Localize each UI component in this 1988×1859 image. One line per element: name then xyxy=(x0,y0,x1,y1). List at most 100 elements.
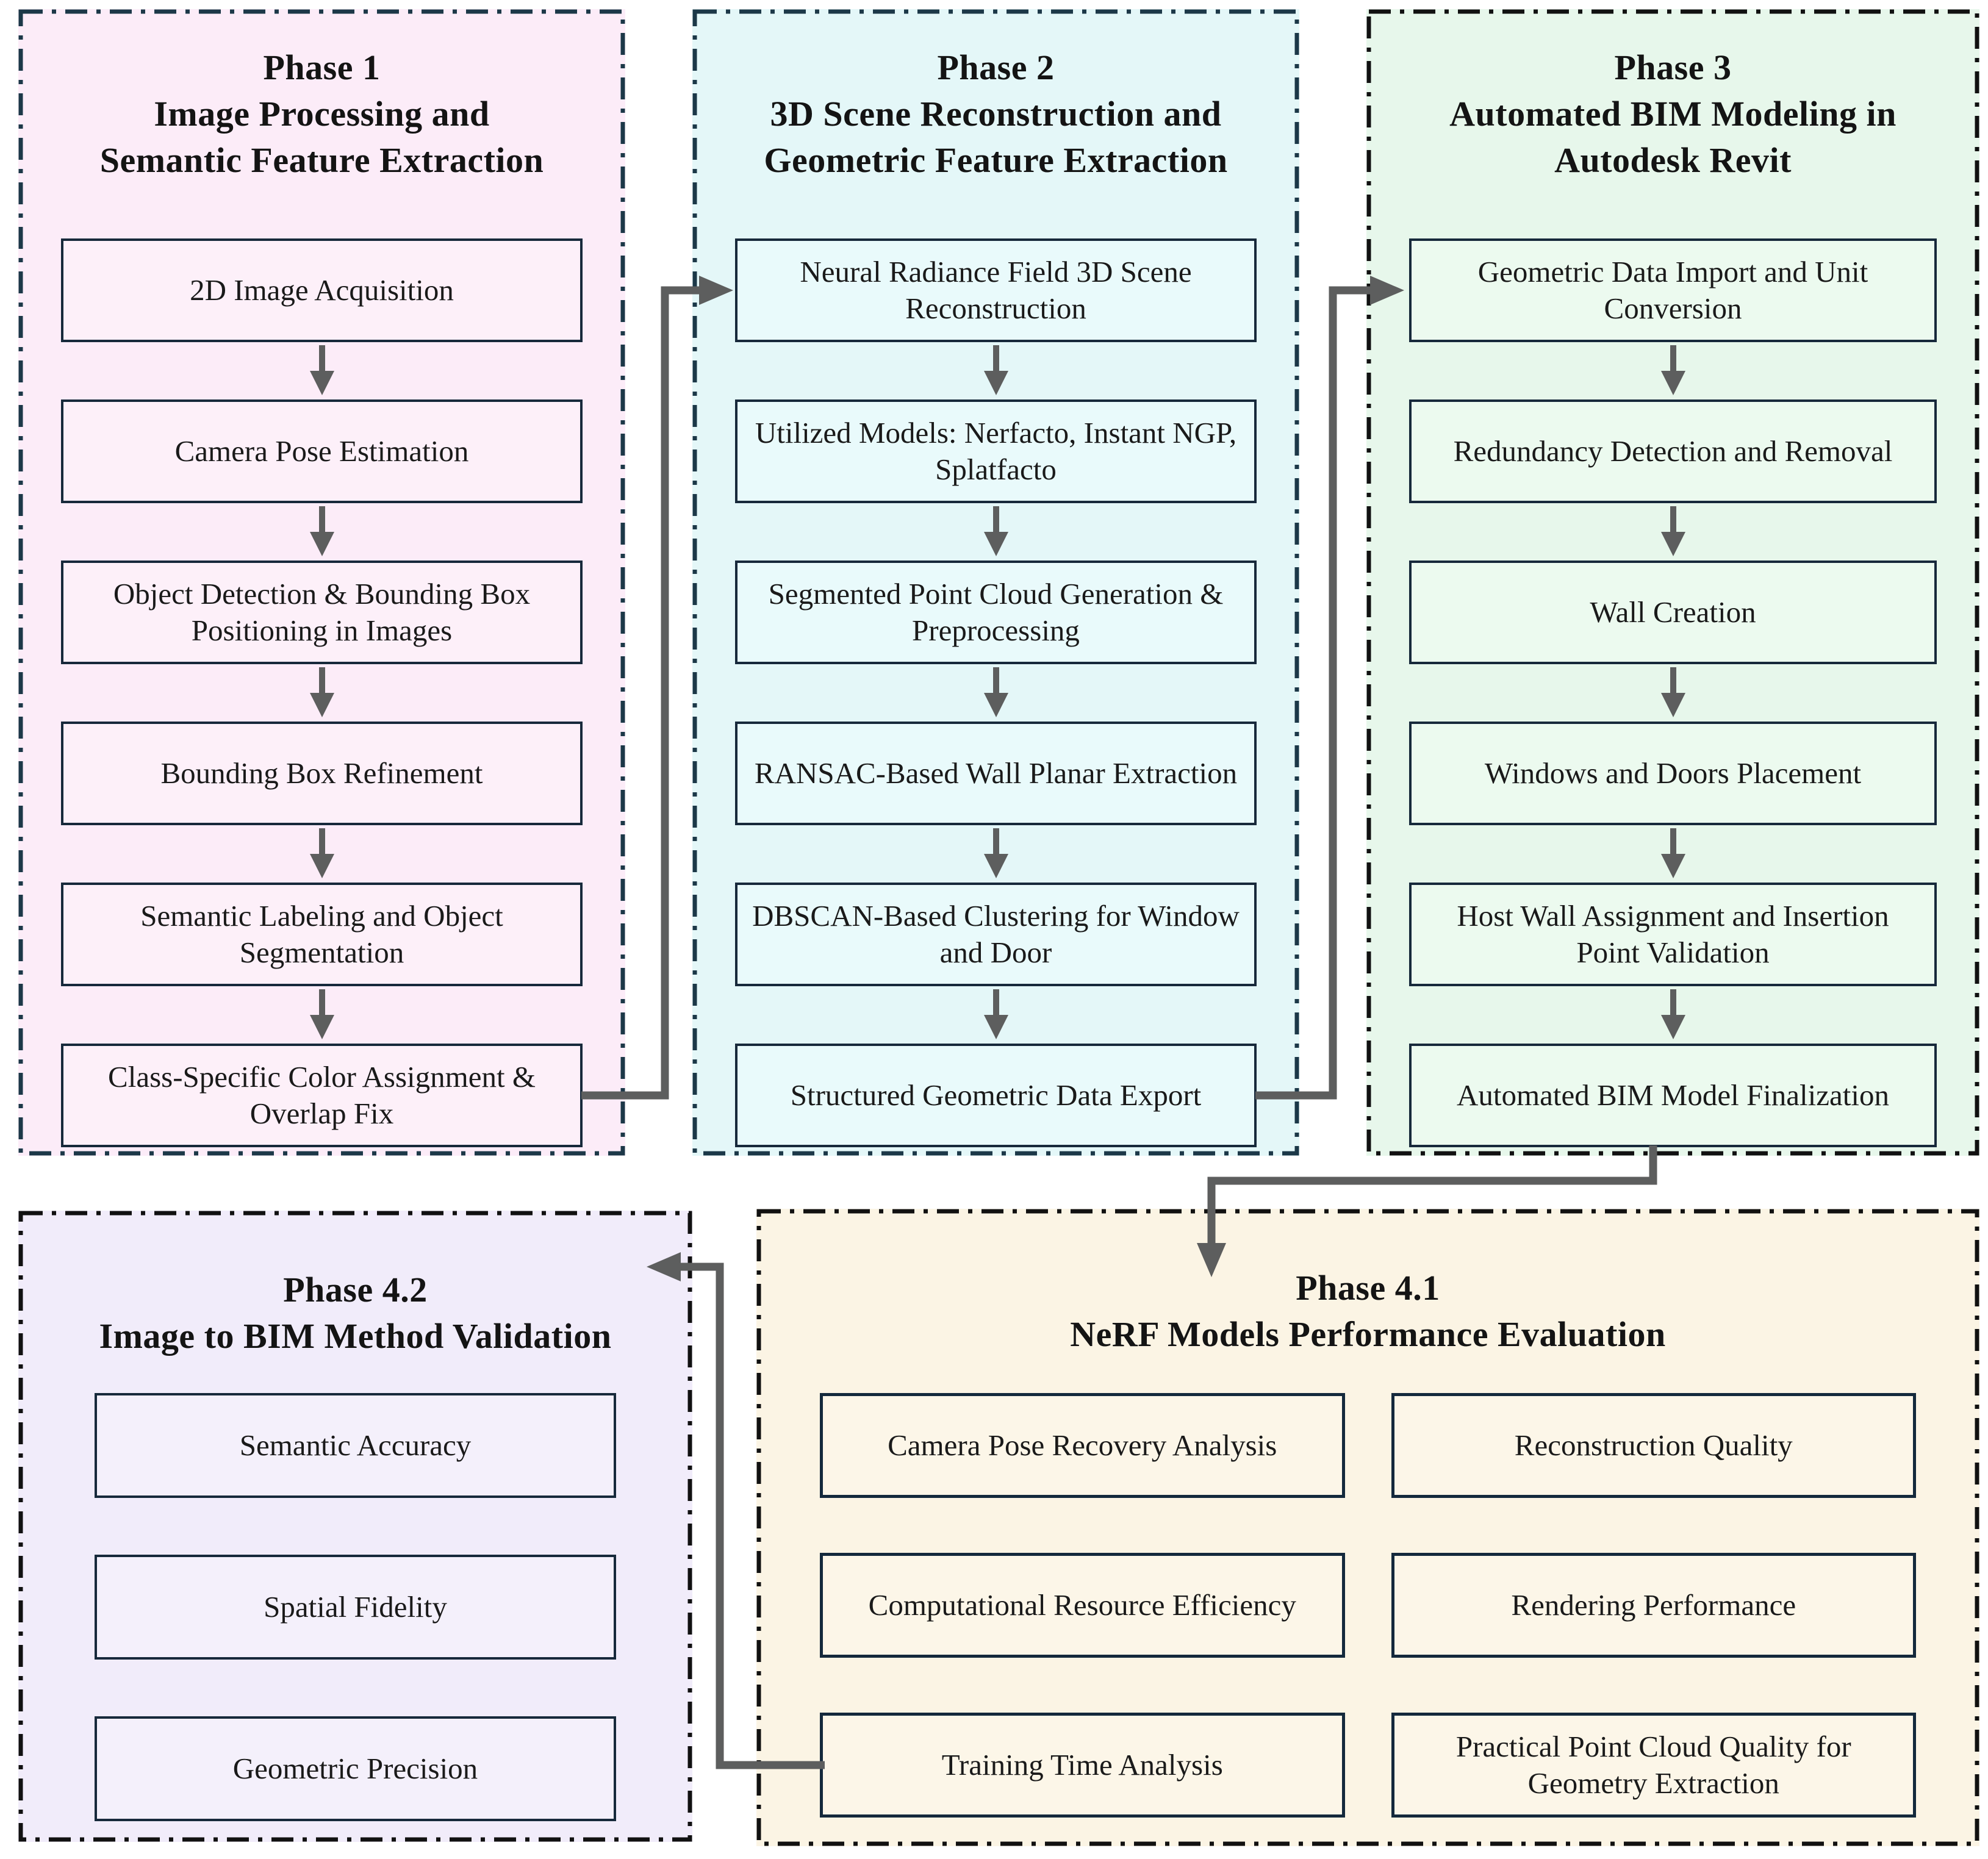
phase1-box-2-label: Camera Pose Estimation xyxy=(174,434,469,468)
phase3-box-3: Wall Creation xyxy=(1409,561,1937,664)
arrow-row xyxy=(309,342,336,399)
arrow-row xyxy=(1660,986,1687,1044)
phase1-box-2: Camera Pose Estimation xyxy=(60,399,583,503)
phase41-box-computational-resource: Computational Resource Efficiency xyxy=(820,1553,1345,1658)
arrow-row xyxy=(983,503,1010,561)
arrow-row xyxy=(1660,503,1687,561)
down-arrow-icon xyxy=(309,345,334,395)
phase41-box-rendering-performance-label: Rendering Performance xyxy=(1511,1588,1796,1622)
down-arrow-icon xyxy=(1660,667,1685,717)
down-arrow-icon xyxy=(983,667,1008,717)
down-arrow-icon xyxy=(983,828,1008,878)
down-arrow-icon xyxy=(983,989,1008,1039)
phase42-box-2-label: Spatial Fidelity xyxy=(264,1590,447,1624)
down-arrow-icon xyxy=(983,345,1008,395)
phase2-panel: Phase 2 3D Scene Reconstruction and Geom… xyxy=(692,9,1299,1156)
phase3-box-1: Geometric Data Import and Unit Conversio… xyxy=(1409,238,1937,342)
phase2-box-6: Structured Geometric Data Export xyxy=(734,1044,1257,1147)
down-arrow-icon xyxy=(1660,506,1685,556)
phase42-box-3-label: Geometric Precision xyxy=(232,1752,478,1786)
phase42-panel: Phase 4.2 Image to BIM Method Validation… xyxy=(18,1211,692,1842)
phase1-box-1: 2D Image Acquisition xyxy=(60,238,583,342)
phase1-box-5: Semantic Labeling and Object Segmentatio… xyxy=(60,883,583,986)
phase3-panel: Phase 3 Automated BIM Modeling in Autode… xyxy=(1366,9,1979,1156)
phase3-box-2: Redundancy Detection and Removal xyxy=(1409,399,1937,503)
phase3-title-line2: Automated BIM Modeling in xyxy=(1449,94,1896,134)
phase1-title: Phase 1 Image Processing and Semantic Fe… xyxy=(18,9,625,184)
phase42-box-2: Spatial Fidelity xyxy=(94,1555,617,1660)
phase2-box-1-label: Neural Radiance Field 3D Scene Reconstru… xyxy=(800,255,1192,325)
phase3-box-1-label: Geometric Data Import and Unit Conversio… xyxy=(1477,255,1868,325)
phase41-panel: Phase 4.1 NeRF Models Performance Evalua… xyxy=(756,1209,1979,1846)
arrow-row xyxy=(1660,664,1687,722)
phase1-box-4-label: Bounding Box Refinement xyxy=(160,756,483,790)
phase41-box-camera-pose-label: Camera Pose Recovery Analysis xyxy=(888,1428,1277,1463)
phase41-box-rendering-performance: Rendering Performance xyxy=(1391,1553,1916,1658)
arrow-row xyxy=(309,986,336,1044)
phase3-title-line3: Autodesk Revit xyxy=(1554,140,1792,180)
down-arrow-icon xyxy=(309,506,334,556)
phase42-box-1-label: Semantic Accuracy xyxy=(239,1428,472,1463)
down-arrow-icon xyxy=(309,989,334,1039)
phase2-title: Phase 2 3D Scene Reconstruction and Geom… xyxy=(692,9,1299,184)
arrow-row xyxy=(309,825,336,883)
down-arrow-icon xyxy=(1660,989,1685,1039)
phase1-box-1-label: 2D Image Acquisition xyxy=(190,273,454,307)
arrow-row xyxy=(1660,825,1687,883)
phase41-box-training-time-label: Training Time Analysis xyxy=(941,1748,1223,1782)
down-arrow-icon xyxy=(1660,345,1685,395)
phase41-box-point-cloud-quality-label: Practical Point Cloud Quality for Geomet… xyxy=(1455,1730,1851,1800)
phase1-box-3: Object Detection & Bounding Box Position… xyxy=(60,561,583,664)
phase3-box-6: Automated BIM Model Finalization xyxy=(1409,1044,1937,1147)
phase41-title: Phase 4.1 NeRF Models Performance Evalua… xyxy=(756,1209,1979,1358)
phase2-title-line2: 3D Scene Reconstruction and xyxy=(770,94,1222,134)
phase3-box-3-label: Wall Creation xyxy=(1590,595,1756,629)
phase2-box-5-label: DBSCAN-Based Clustering for Window and D… xyxy=(752,899,1240,969)
arrow-row xyxy=(983,986,1010,1044)
arrow-row xyxy=(983,825,1010,883)
phase3-title: Phase 3 Automated BIM Modeling in Autode… xyxy=(1366,9,1979,184)
arrow-row xyxy=(1660,342,1687,399)
down-arrow-icon xyxy=(983,506,1008,556)
phase1-title-line1: Phase 1 xyxy=(263,48,381,87)
phase41-box-camera-pose: Camera Pose Recovery Analysis xyxy=(820,1393,1345,1498)
down-arrow-icon xyxy=(1660,828,1685,878)
phase2-box-1: Neural Radiance Field 3D Scene Reconstru… xyxy=(734,238,1257,342)
phase2-title-line3: Geometric Feature Extraction xyxy=(764,140,1228,180)
phase3-title-line1: Phase 3 xyxy=(1614,48,1732,87)
phase41-title-line2: NeRF Models Performance Evaluation xyxy=(1070,1314,1666,1354)
phase3-box-2-label: Redundancy Detection and Removal xyxy=(1453,434,1893,468)
phase2-box-4-label: RANSAC-Based Wall Planar Extraction xyxy=(754,756,1238,790)
phase42-box-1: Semantic Accuracy xyxy=(94,1393,617,1498)
phase42-title: Phase 4.2 Image to BIM Method Validation xyxy=(18,1211,692,1359)
phase3-box-5: Host Wall Assignment and Insertion Point… xyxy=(1409,883,1937,986)
phase1-box-3-label: Object Detection & Bounding Box Position… xyxy=(113,577,531,647)
phase2-box-2-label: Utilized Models: Nerfacto, Instant NGP, … xyxy=(755,416,1237,486)
phase41-box-reconstruction-quality: Reconstruction Quality xyxy=(1391,1393,1916,1498)
phase2-box-3-label: Segmented Point Cloud Generation & Prepr… xyxy=(768,577,1224,647)
phase42-box-3: Geometric Precision xyxy=(94,1716,617,1821)
arrow-row xyxy=(983,664,1010,722)
phase3-box-6-label: Automated BIM Model Finalization xyxy=(1456,1078,1890,1112)
phase2-box-3: Segmented Point Cloud Generation & Prepr… xyxy=(734,561,1257,664)
phase41-box-computational-resource-label: Computational Resource Efficiency xyxy=(868,1588,1296,1622)
phase2-title-line1: Phase 2 xyxy=(937,48,1055,87)
phase1-title-line2: Image Processing and xyxy=(154,94,490,134)
arrow-row xyxy=(983,342,1010,399)
phase2-box-4: RANSAC-Based Wall Planar Extraction xyxy=(734,722,1257,825)
phase42-title-line2: Image to BIM Method Validation xyxy=(99,1316,612,1356)
phase1-box-6: Class-Specific Color Assignment & Overla… xyxy=(60,1044,583,1147)
phase1-box-6-label: Class-Specific Color Assignment & Overla… xyxy=(108,1060,536,1130)
phase41-box-training-time: Training Time Analysis xyxy=(820,1713,1345,1818)
phase2-box-6-label: Structured Geometric Data Export xyxy=(790,1078,1202,1112)
phase3-box-4: Windows and Doors Placement xyxy=(1409,722,1937,825)
phase3-box-4-label: Windows and Doors Placement xyxy=(1484,756,1862,790)
phase2-box-5: DBSCAN-Based Clustering for Window and D… xyxy=(734,883,1257,986)
phase3-box-5-label: Host Wall Assignment and Insertion Point… xyxy=(1457,899,1889,969)
phase1-title-line3: Semantic Feature Extraction xyxy=(99,140,544,180)
arrow-row xyxy=(309,664,336,722)
down-arrow-icon xyxy=(309,667,334,717)
phase1-box-5-label: Semantic Labeling and Object Segmentatio… xyxy=(140,899,503,969)
phase41-box-point-cloud-quality: Practical Point Cloud Quality for Geomet… xyxy=(1391,1713,1916,1818)
